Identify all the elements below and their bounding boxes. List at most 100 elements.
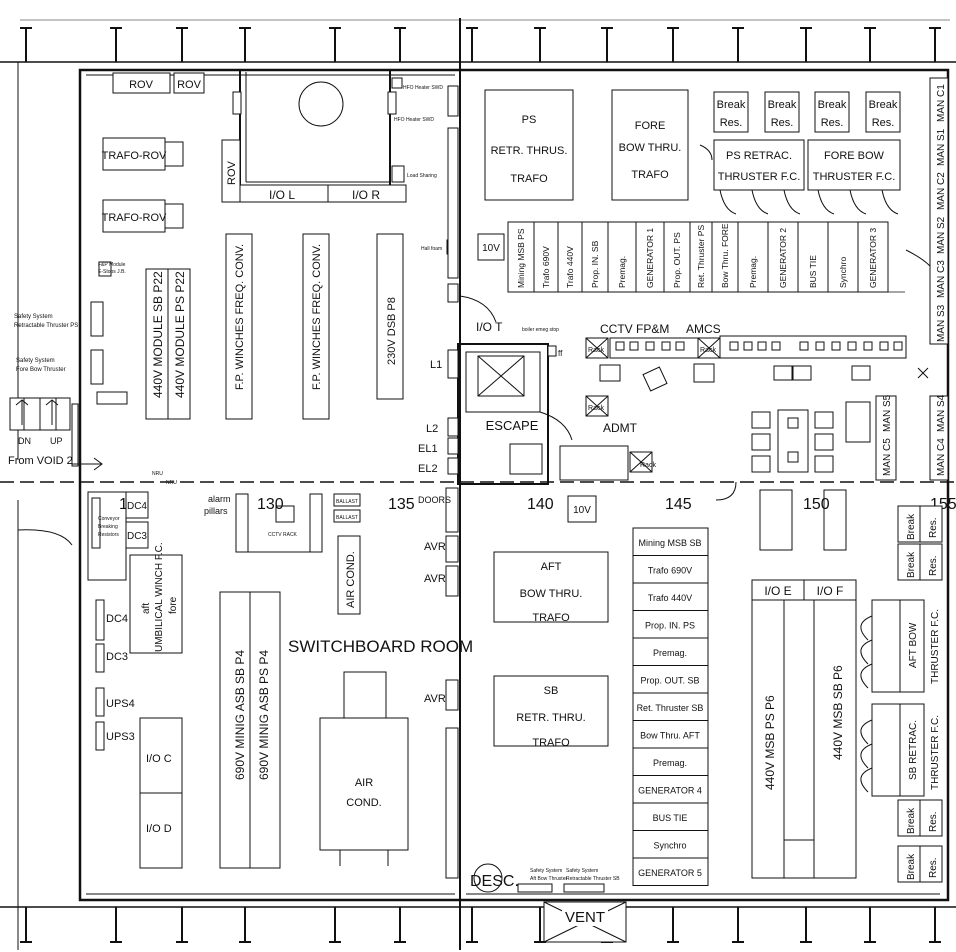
- frame-marker: [466, 907, 478, 943]
- switchboard-cell-label: Prop. OUT. PS: [672, 232, 682, 288]
- break-res-label: Break: [818, 99, 847, 111]
- avr-label-1: AVR: [424, 541, 446, 553]
- frame-marker: [929, 907, 941, 943]
- frame-marker: [110, 907, 122, 943]
- fore-bow-fc-2: THRUSTER F.C.: [813, 171, 896, 183]
- ps-retr-trafo-3: TRAFO: [510, 173, 548, 185]
- desc-circle-icon: [473, 863, 503, 893]
- vent-label: VENT: [565, 909, 605, 926]
- frame-marker: [800, 907, 812, 943]
- sb-retr-trafo-1: SB: [544, 685, 559, 697]
- console-button: [661, 341, 671, 351]
- frame-number-140: 140: [527, 496, 554, 513]
- break-res-label: Break: [768, 99, 797, 111]
- dsb-label: 230V DSB P8: [386, 297, 398, 365]
- l1-label: L1: [430, 359, 442, 371]
- switchboard-cell: GENERATOR 4: [632, 775, 709, 804]
- trafo-rov-2: TRAFO-ROV: [102, 212, 167, 224]
- frame-marker: [732, 907, 744, 943]
- rack-label-3: Rack: [588, 405, 604, 412]
- safety-ps-note: Safety System: [14, 314, 53, 320]
- hfo-heater-1: HFO Heater SWD: [403, 85, 443, 91]
- switchboard-cell: Premag.: [737, 221, 769, 293]
- msb-ps-label: 440V MSB PS P6: [763, 695, 777, 790]
- break-res-label: Break: [869, 99, 898, 111]
- frame-marker: [329, 27, 341, 62]
- frame-marker: [176, 907, 188, 943]
- frame-marker: [329, 907, 341, 943]
- frame-marker: [864, 27, 876, 62]
- io-l-label: I/O L: [269, 188, 295, 202]
- console-button: [893, 341, 903, 351]
- switchboard-cell: GENERATOR 1: [635, 221, 665, 293]
- umbilical-label: UMBILICAL WINCH F.C.: [154, 542, 165, 652]
- load-sharing-label: Load Sharing: [407, 173, 437, 179]
- switchboard-cell-label: GENERATOR 3: [868, 228, 878, 288]
- console-button: [847, 341, 857, 351]
- switchboard-cell: Trafo 440V: [557, 221, 583, 293]
- switchboard-cell: Premag.: [607, 221, 637, 293]
- switchboard-cell-label: Ret. Thruster PS: [696, 225, 706, 288]
- conveyor-label-3: Resistors: [98, 532, 119, 538]
- aft-word: aft: [141, 603, 152, 614]
- lower-right-room: AVR AVR AVR 10V AFT BOW THRU. TRAFO SB R…: [424, 481, 943, 943]
- ps-retr-trafo-2: RETR. THRUS.: [491, 145, 568, 157]
- safety-aft-note-1: Safety System: [530, 868, 562, 874]
- aft-bow-fc-2: THRUSTER F.C.: [930, 609, 941, 684]
- ups4-label: UPS4: [106, 698, 135, 710]
- console-buttons: [615, 341, 903, 351]
- io-c-label: I/O C: [146, 753, 172, 765]
- switchboard-cell: GENERATOR 2: [767, 221, 799, 293]
- avr-label-3: AVR: [424, 693, 446, 705]
- switchboard-cell: Premag.: [632, 637, 709, 666]
- switchboard-cell: BUS TIE: [632, 802, 709, 831]
- nru-label-1: NRU: [152, 471, 163, 477]
- frame-marker: [732, 27, 744, 62]
- stair-up-label: UP: [50, 436, 63, 446]
- man-label: MAN C3: [936, 260, 947, 298]
- staircase: [9, 397, 79, 467]
- safety-fore-note: Safety System: [16, 358, 55, 364]
- console-button: [863, 341, 873, 351]
- fbp-module-label: F&P Module: [98, 262, 126, 268]
- upper-left-room: ROV ROV TRAFO-ROV TRAFO-ROV ROV I/O L I/…: [90, 69, 459, 420]
- mining-asb-ps-label: 690V MINIG ASB PS P4: [257, 650, 271, 780]
- switchboard-cell: GENERATOR 3: [857, 221, 889, 293]
- man-s5-label: MAN S5: [882, 394, 893, 432]
- switchboard-cell-label: Bow Thru. AFT: [640, 731, 700, 741]
- fore-bow-trafo-3: TRAFO: [631, 169, 669, 181]
- room-title: SWITCHBOARD ROOM: [288, 637, 473, 656]
- frame-marker: [239, 907, 251, 943]
- io-d-label: I/O D: [146, 823, 172, 835]
- rack-label-1: Rack: [588, 347, 604, 354]
- switchboard-cell-label: Premag.: [748, 256, 758, 288]
- break-res-label: Res.: [720, 117, 743, 129]
- switchboard-cell-label: GENERATOR 5: [638, 868, 702, 878]
- break-res-label: Break: [906, 853, 917, 880]
- safety-fore-note-2: Fore Bow Thruster: [16, 367, 66, 373]
- air-cond-big-1: AIR: [355, 777, 373, 789]
- switchboard-cell: Ret. Thruster PS: [689, 221, 713, 293]
- switchboard-cell: Bow Thru. AFT: [632, 720, 709, 749]
- break-res-label: Res.: [928, 517, 939, 538]
- avr-label-2: AVR: [424, 573, 446, 585]
- el1-label: EL1: [418, 443, 438, 455]
- hatch-circle-icon: [298, 81, 344, 127]
- switchboard-cell-label: Trafo 690V: [648, 566, 692, 576]
- el2-label: EL2: [418, 463, 438, 475]
- switchboard-cell-label: GENERATOR 1: [645, 228, 655, 288]
- 10v-box-top: 10V: [482, 243, 500, 254]
- ps-retr-trafo-1: PS: [522, 114, 537, 126]
- escape-label: ESCAPE: [486, 418, 539, 433]
- break-res-label: Break: [717, 99, 746, 111]
- man-label: MAN C2: [936, 172, 947, 210]
- frame-marker: [394, 27, 406, 62]
- switchboard-cell: Bow Thru. FORE: [711, 221, 739, 293]
- console-button: [757, 341, 767, 351]
- ballast-label-1: BALLAST: [336, 499, 358, 505]
- switchboard-cell-label: Trafo 690V: [541, 246, 551, 288]
- frame-number-145: 145: [665, 496, 692, 513]
- switchboard-cell-label: Premag.: [653, 758, 687, 768]
